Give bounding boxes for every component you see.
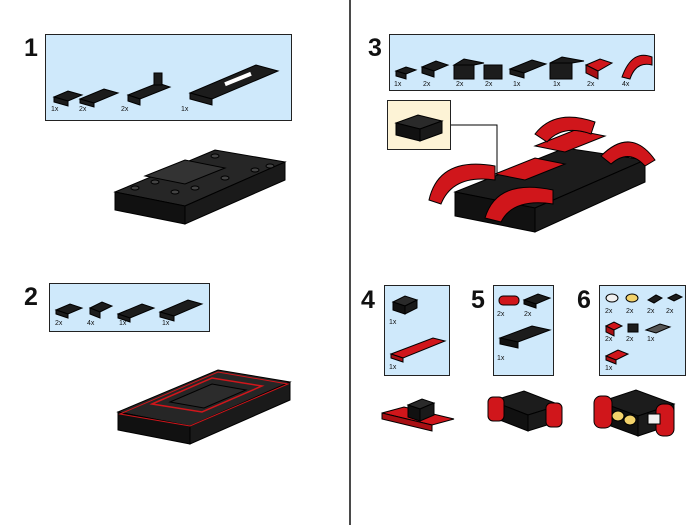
step-1-assembly-illustration (113, 149, 287, 225)
step-2-parts-box: 2x 4x 1x 1x (49, 283, 210, 332)
step-3-qty-5: 1x (513, 81, 521, 88)
step-3-qty-1: 1x (394, 81, 402, 88)
step-6-qty-6: 2x (626, 336, 634, 343)
step-3-assembly-illustration (428, 116, 656, 233)
step-6-qty-8: 1x (605, 365, 613, 372)
step-2-qty-4: 1x (162, 320, 170, 327)
step-2-qty-1: 2x (55, 320, 63, 327)
step-3-qty-6: 1x (553, 81, 561, 88)
step-1-qty-3: 2x (121, 106, 129, 113)
step-6-qty-2: 2x (626, 308, 634, 315)
step-2-number: 2 (24, 283, 38, 311)
step-3-qty-7: 2x (587, 81, 595, 88)
step-6-qty-4: 2x (666, 308, 674, 315)
step-3-number: 3 (368, 34, 382, 62)
step-2-qty-3: 1x (119, 320, 127, 327)
step-6-qty-1: 2x (605, 308, 613, 315)
step-3-parts-art (394, 54, 653, 80)
step-4-qty-1: 1x (389, 319, 397, 326)
step-4-assembly-illustration (381, 398, 455, 432)
step-3-callout-leader (451, 124, 498, 180)
step-6-qty-3: 2x (647, 308, 655, 315)
step-3-callout-box (387, 100, 451, 150)
step-1-number: 1 (24, 34, 38, 62)
page-divider (349, 0, 351, 525)
step-2-assembly-illustration (116, 369, 292, 445)
step-6-qty-5: 2x (605, 336, 613, 343)
step-6-parts-box: 2x 2x 2x 2x 2x 2x 1x 1x (599, 285, 686, 376)
step-5-number: 5 (471, 286, 485, 314)
step-5-qty-3: 1x (497, 355, 505, 362)
step-5-assembly-illustration (487, 390, 563, 432)
step-4-parts-art (389, 295, 447, 363)
step-1-parts-box: 1x 2x 2x 1x (45, 34, 292, 121)
step-3-parts-box: 1x 2x 2x 2x 1x 1x 2x 4x (389, 34, 655, 91)
step-3-qty-2: 2x (423, 81, 431, 88)
step-3-qty-4: 2x (485, 81, 493, 88)
step-5-qty-2: 2x (524, 311, 532, 318)
step-4-qty-2: 1x (389, 364, 397, 371)
step-3-qty-3: 2x (456, 81, 464, 88)
step-1-qty-2: 2x (79, 106, 87, 113)
step-1-parts-art (52, 64, 280, 108)
step-6-qty-7: 1x (647, 336, 655, 343)
step-5-qty-1: 2x (497, 311, 505, 318)
step-2-qty-2: 4x (87, 320, 95, 327)
step-6-number: 6 (577, 286, 591, 314)
step-1-qty-4: 1x (181, 106, 189, 113)
step-4-parts-box: 1x 1x (384, 285, 450, 376)
step-4-number: 4 (361, 286, 375, 314)
step-2-parts-art (54, 299, 204, 323)
step-5-parts-box: 2x 2x 1x (493, 285, 554, 376)
step-6-assembly-illustration (593, 389, 676, 437)
step-6-parts-art (604, 293, 684, 365)
step-5-parts-art (498, 293, 552, 349)
step-3-qty-8: 4x (622, 81, 630, 88)
step-1-qty-1: 1x (51, 106, 59, 113)
step-3-callout-art (394, 114, 444, 142)
